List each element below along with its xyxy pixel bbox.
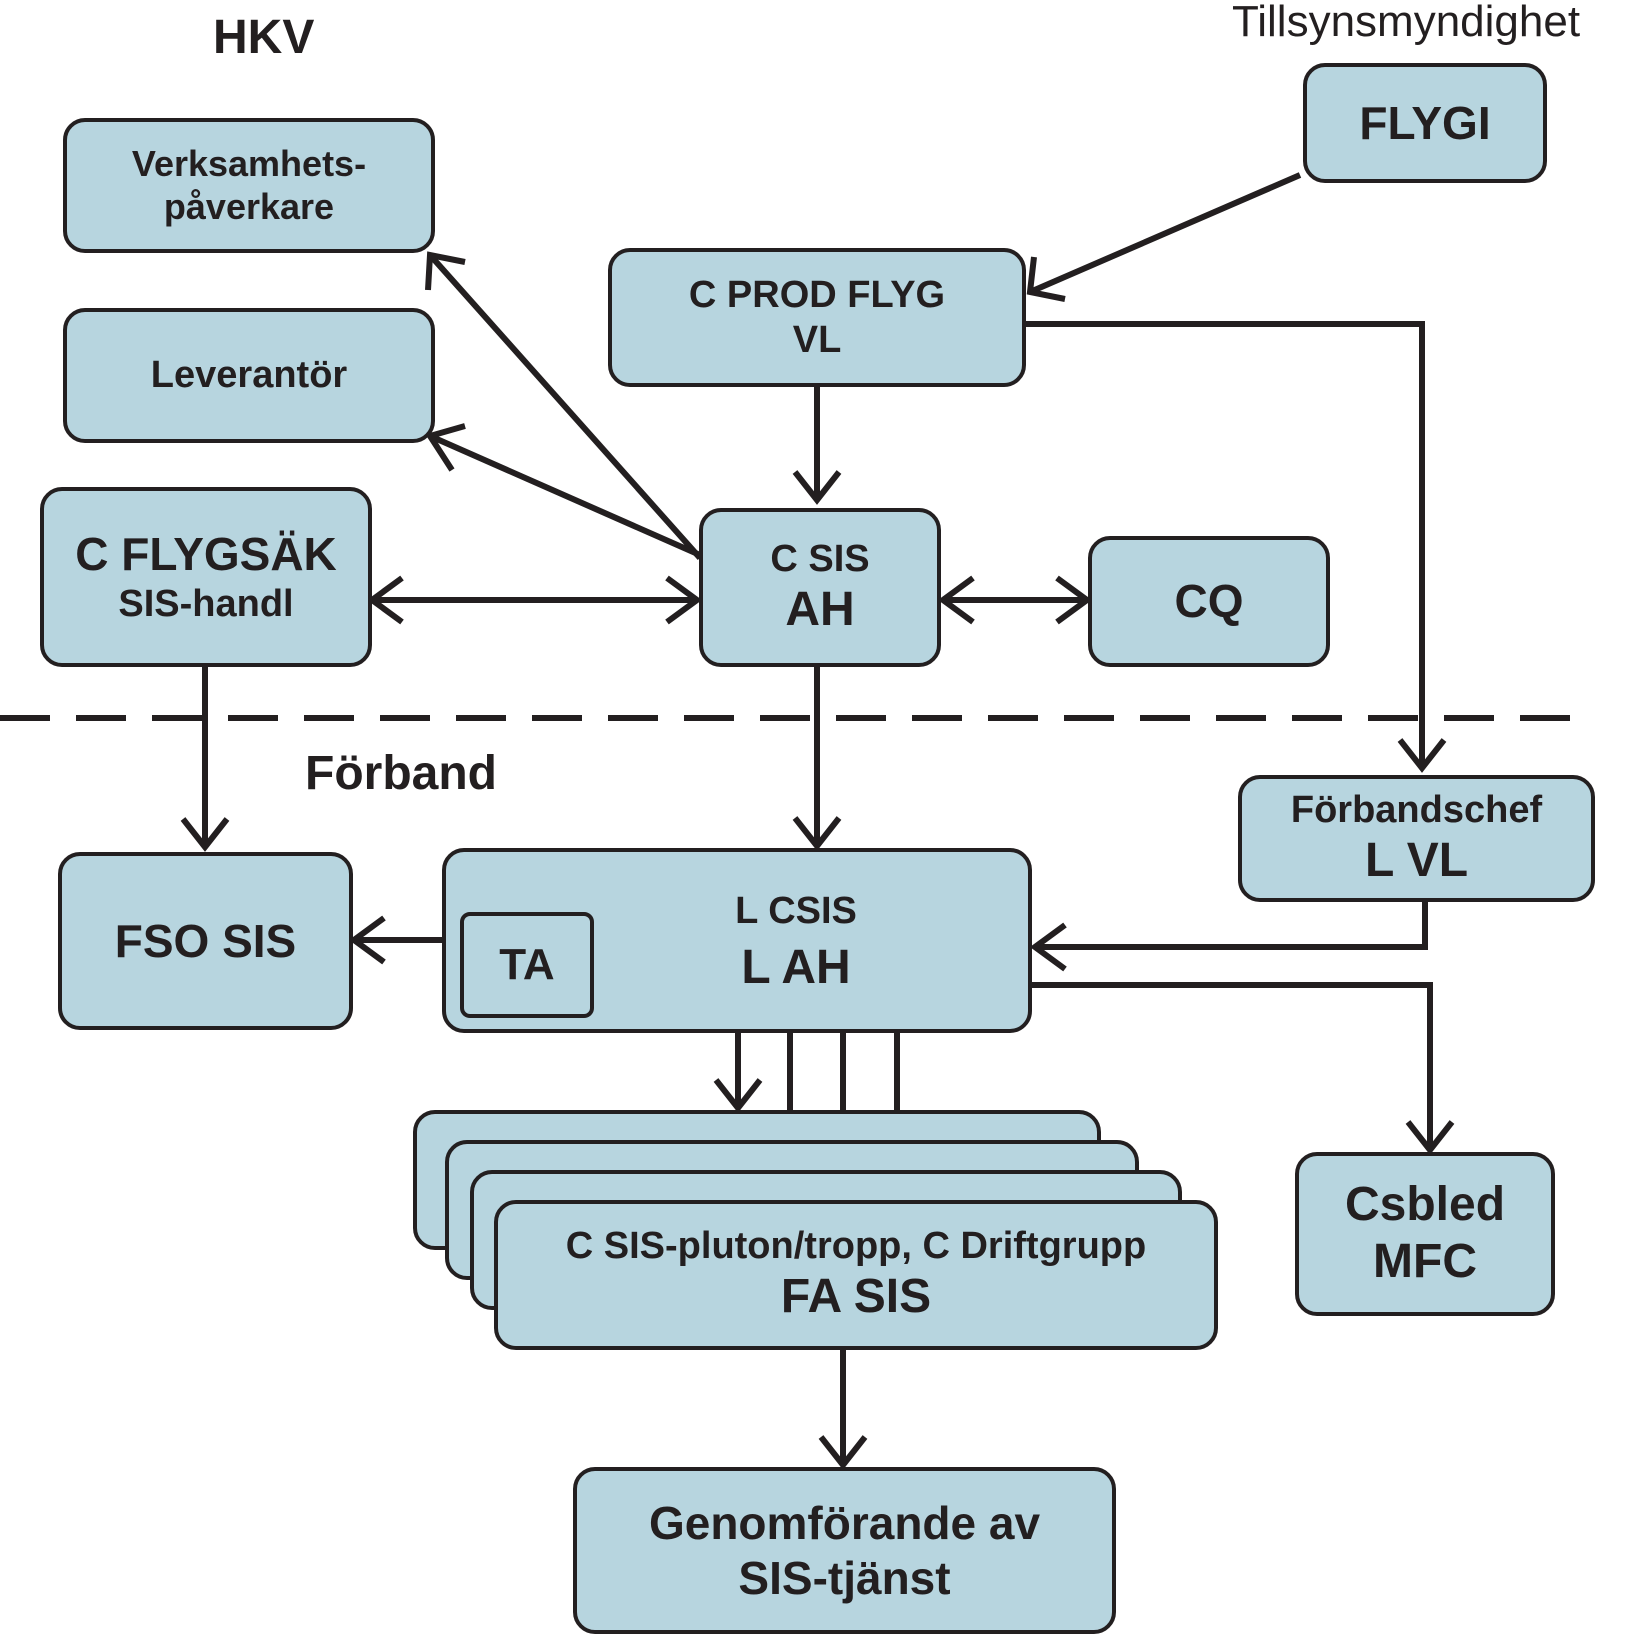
csis-line1: C SIS — [770, 537, 870, 580]
platoon-line2: FA SIS — [780, 1270, 932, 1324]
cprodflyg-to-forbandschef-line — [1025, 321, 1425, 768]
cflygsak-to-fsosis-arrowhead — [180, 817, 230, 852]
forbandschef-line2: L VL — [1364, 833, 1469, 887]
forbandschef-to-lcsis-line — [1035, 902, 1428, 950]
region-label-hkv: HKV — [213, 11, 315, 64]
platoon-card-front: C SIS-pluton/tropp, C Driftgrupp FA SIS — [494, 1200, 1218, 1350]
leverantor-box: Leverantör — [63, 308, 435, 443]
csbled-line1: Csbled — [1344, 1178, 1506, 1232]
csis-box: C SIS AH — [699, 508, 941, 667]
csis-to-leverantor-line — [428, 433, 702, 558]
lcsis-line1: L CSIS — [735, 890, 857, 932]
cflygsak-line2: SIS-handl — [118, 582, 294, 625]
cprodflyg-line2: VL — [792, 318, 842, 361]
genomforande-line1: Genomförande av — [648, 1497, 1041, 1550]
verksamhet-line2: påverkare — [163, 185, 335, 227]
csis-line2: AH — [785, 582, 855, 636]
csis-to-verksamhet-line — [427, 253, 703, 560]
flygi-to-cprodflyg-line — [1028, 172, 1302, 295]
cprodflyg-to-forbandschef-arrowhead — [1397, 738, 1447, 773]
csis-to-leverantor-arrowhead — [425, 423, 466, 472]
platoon-to-genomforande-arrowhead — [818, 1435, 868, 1470]
flygi-line1: FLYGI — [1359, 96, 1491, 149]
leverantor-line1: Leverantör — [150, 354, 348, 397]
cflygsak-csis-arrowhead-left — [366, 575, 404, 625]
fsosis-box: FSO SIS — [58, 852, 353, 1030]
csbled-line2: MFC — [1373, 1235, 1477, 1288]
csis-to-lcsis-arrowhead — [792, 816, 842, 851]
cq-line1: CQ — [1174, 575, 1244, 628]
csis-to-verksamhet-arrowhead — [425, 251, 466, 291]
cflygsak-csis-arrowhead-right — [665, 575, 703, 625]
genomforande-box: Genomförande av SIS-tjänst — [573, 1467, 1116, 1634]
flygi-box: FLYGI — [1303, 63, 1547, 183]
cflygsak-box: C FLYGSÄK SIS-handl — [40, 487, 372, 667]
lcsis-to-csbled-line — [1031, 982, 1433, 1150]
cq-box: CQ — [1088, 536, 1330, 667]
verksamhet-line1: Verksamhets- — [131, 143, 367, 185]
cprodflyg-line1: C PROD FLYG — [688, 273, 946, 316]
cflygsak-line1: C FLYGSÄK — [75, 528, 337, 581]
lcsis-to-fsosis-arrowhead — [348, 915, 386, 965]
genomforande-line2: SIS-tjänst — [738, 1551, 951, 1604]
region-label-unit: Förband — [305, 747, 497, 800]
flygi-to-cprodflyg-arrowhead — [1026, 256, 1066, 302]
forbandschef-line1: Förbandschef — [1290, 788, 1543, 831]
lcsis-box: TA L CSIS L AH — [442, 848, 1032, 1033]
platoon-line1: C SIS-pluton/tropp, C Driftgrupp — [565, 1225, 1147, 1268]
fsosis-line1: FSO SIS — [114, 914, 297, 967]
forbandschef-to-lcsis-arrowhead — [1029, 922, 1067, 972]
verksamhet-box: Verksamhets- påverkare — [63, 118, 435, 253]
ta-box: TA — [460, 912, 594, 1018]
cprodflyg-box: C PROD FLYG VL — [608, 248, 1026, 387]
lcsis-line2: L AH — [741, 941, 851, 994]
forbandschef-box: Förbandschef L VL — [1238, 775, 1595, 902]
lcsis-to-platoon-arrowhead-1 — [713, 1078, 763, 1113]
csbled-box: Csbled MFC — [1295, 1152, 1555, 1316]
csis-cq-arrowhead-right — [1055, 575, 1093, 625]
csis-cq-arrowhead-left — [937, 575, 975, 625]
ta-label: TA — [499, 940, 555, 990]
lcsis-to-csbled-arrowhead — [1405, 1120, 1455, 1155]
region-label-supervisory: Tillsynsmyndighet — [1232, 0, 1581, 46]
cprodflyg-to-csis-arrowhead — [792, 470, 842, 505]
